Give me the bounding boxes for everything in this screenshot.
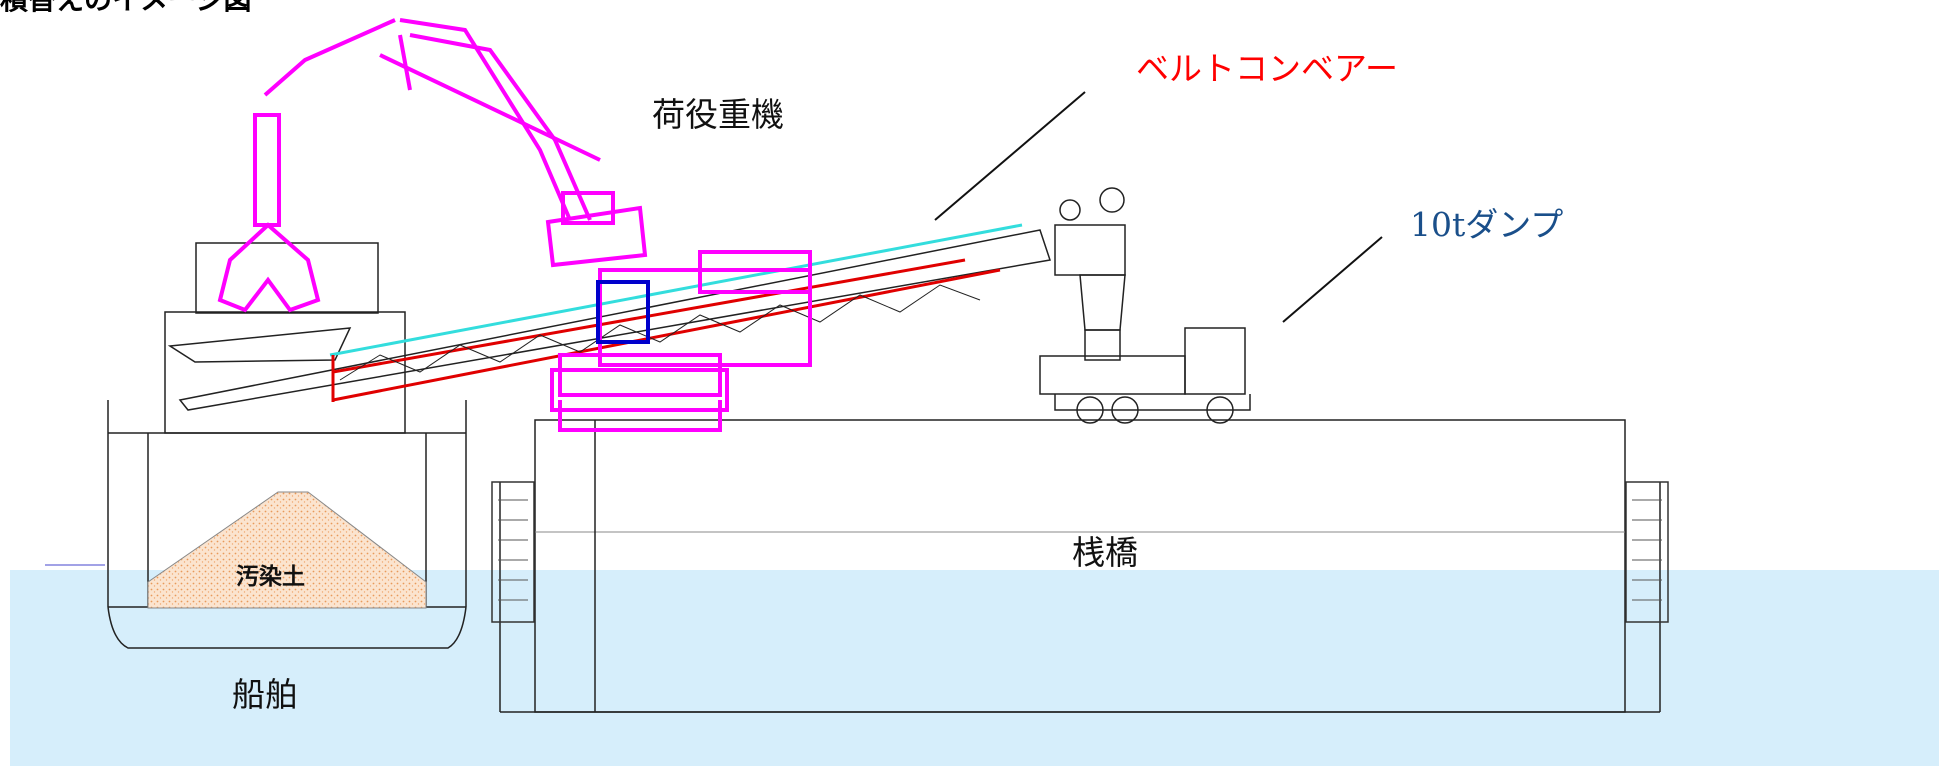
dump-truck-label: 10tダンプ bbox=[1410, 205, 1564, 244]
pier-label: 桟橋 bbox=[1072, 533, 1138, 572]
pier bbox=[491, 419, 1669, 713]
diagram-title: 積替えのイメージ図 bbox=[0, 0, 251, 14]
belt-conveyor bbox=[178, 187, 1126, 411]
hopper bbox=[167, 327, 352, 363]
dump-truck bbox=[1039, 327, 1251, 424]
soil-label: 汚染土 bbox=[236, 564, 305, 590]
ship-label: 船舶 bbox=[232, 675, 298, 714]
dump-leader-line bbox=[1282, 236, 1383, 323]
soil-pile bbox=[147, 491, 427, 609]
conveyor-label: ベルトコンベアー bbox=[1136, 49, 1399, 88]
cargo-crane bbox=[217, 18, 812, 432]
crane-label: 荷役重機 bbox=[652, 95, 784, 134]
conveyor-leader-line bbox=[934, 91, 1086, 221]
conveyor-feeder bbox=[1054, 187, 1126, 361]
